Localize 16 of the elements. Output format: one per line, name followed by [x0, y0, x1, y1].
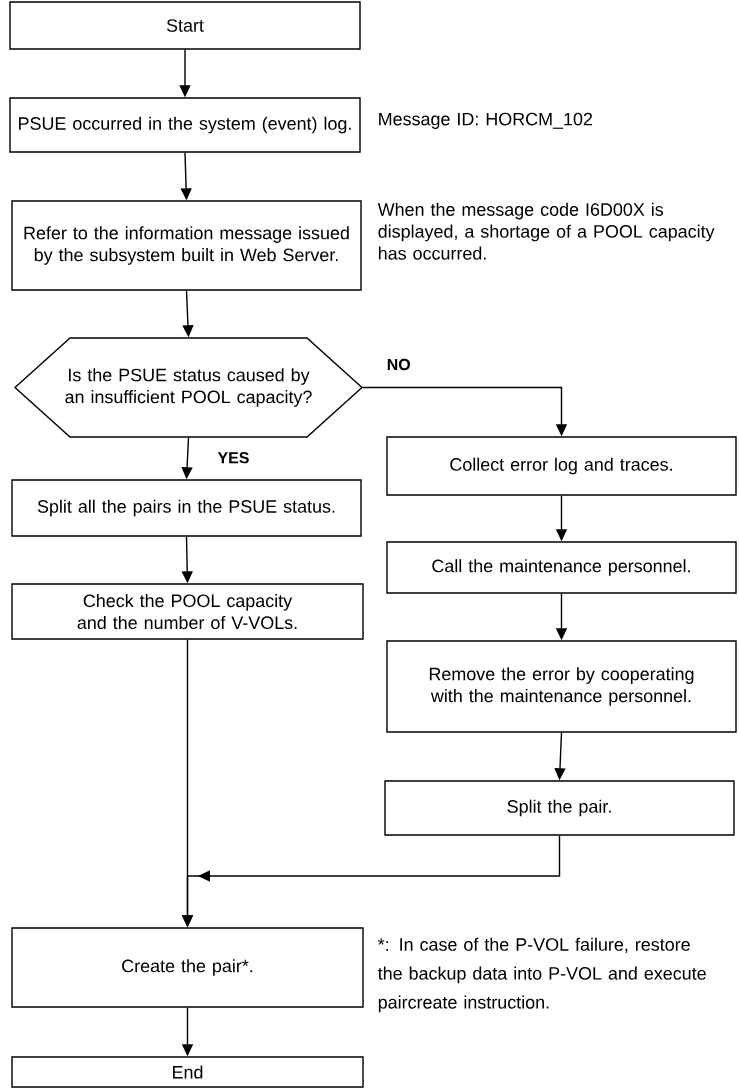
process-box: Collect error log and traces. [386, 436, 737, 496]
process-box: Split the pair. [384, 780, 735, 836]
edge-label: YES [217, 452, 249, 464]
terminal-box: End [11, 1056, 364, 1088]
process-box: PSUE occurred in the system (event) log. [9, 97, 361, 153]
edge-label: NO [387, 358, 410, 371]
process-box: Remove the error by cooperating with the maintenance personnel. [386, 640, 737, 733]
process-box: Refer to the information message issued by the subsystem built in Web Server. [11, 200, 362, 291]
terminal-box: Start [9, 1, 361, 50]
process-box: Call the maintenance personnel. [386, 541, 737, 594]
note-text: Message ID: HORCM_102 [379, 112, 593, 129]
process-box: Check the POOL capacity and the number of V-VOLs. [11, 583, 364, 640]
note-text: *: In case of the P-VOL failure, restore the backup data into P-VOL and execute paircreate instruction. [377, 937, 706, 1013]
note-text: When the message code I6D00X is displayed, a shortage of a POOL capacity has occurred. [377, 202, 715, 260]
process-box: Split all the pairs in the PSUE status. [11, 479, 362, 537]
process-box: Create the pair*. [11, 927, 364, 1008]
